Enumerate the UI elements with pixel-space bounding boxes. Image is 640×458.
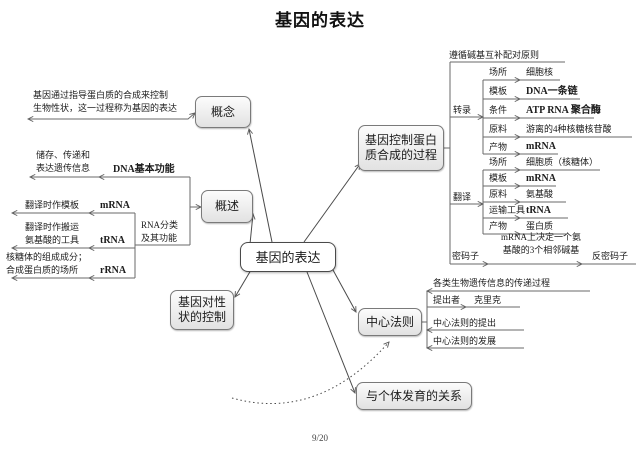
- node-development-relation[interactable]: 与个体发育的关系: [356, 382, 472, 410]
- transcription-row-value: DNA一条链: [526, 86, 578, 97]
- trna-desc: 翻译时作搬运 氨基酸的工具: [25, 222, 80, 245]
- node-gene-expression-root[interactable]: 基因的表达: [240, 242, 336, 272]
- node-central-dogma[interactable]: 中心法则: [358, 308, 422, 336]
- transcription-row-value: mRNA: [526, 141, 556, 152]
- mrna-desc: 翻译时作模板: [25, 200, 80, 210]
- dogma-item-development: 中心法则的发展: [433, 336, 497, 346]
- dna-function-label: DNA基本功能: [113, 164, 175, 175]
- translation-row-key: 原料: [489, 189, 508, 199]
- concept-definition: 基因通过指导蛋白质的合成来控制 生物性状，这一过程称为基因的表达: [33, 90, 178, 113]
- page-number: 9/20: [311, 433, 328, 443]
- node-protein-synthesis[interactable]: 基因控制蛋白 质合成的过程: [358, 125, 444, 171]
- translation-label: 翻译: [453, 192, 472, 202]
- codon-label: 密码子: [452, 251, 480, 261]
- translation-row-value: tRNA: [526, 205, 551, 216]
- transcription-row-key: 条件: [489, 105, 508, 115]
- dogma-item-proposal: 中心法则的提出: [433, 318, 497, 328]
- translation-row-key: 产物: [489, 221, 508, 231]
- transcription-row-key: 模板: [489, 86, 508, 96]
- dogma-proposer-value: 克里克: [474, 295, 502, 305]
- trna-label: tRNA: [100, 235, 125, 246]
- rna-group-label: RNA分类 及其功能: [141, 220, 179, 243]
- dogma-proposer-key: 提出者: [433, 295, 461, 305]
- node-concept[interactable]: 概念: [195, 96, 251, 128]
- translation-row-key: 运输工具: [489, 205, 526, 215]
- transcription-row-value: 细胞核: [526, 67, 554, 77]
- node-trait-control[interactable]: 基因对性 状的控制: [170, 290, 234, 330]
- transcription-row-value: 游离的4种核糖核苷酸: [526, 124, 612, 134]
- anticodon-label: 反密码子: [592, 251, 629, 261]
- transcription-row-value: ATP RNA 聚合酶: [526, 105, 601, 116]
- node-overview[interactable]: 概述: [201, 190, 253, 223]
- page-title: 基因的表达: [275, 11, 365, 30]
- transcription-row-key: 场所: [489, 67, 508, 77]
- dna-function-desc: 储存、传递和 表达遗传信息: [36, 150, 91, 173]
- translation-row-value: 细胞质（核糖体）: [526, 157, 599, 167]
- translation-row-value: 氨基酸: [526, 189, 554, 199]
- transcription-label: 转录: [453, 105, 472, 115]
- translation-row-key: 场所: [489, 157, 508, 167]
- mrna-label: mRNA: [100, 200, 130, 211]
- rrna-label: rRNA: [100, 265, 127, 276]
- rrna-desc: 核糖体的组成成分； 合成蛋白质的场所: [6, 252, 88, 275]
- transcription-row-key: 原料: [489, 124, 508, 134]
- translation-row-value: 蛋白质: [526, 221, 554, 231]
- codon-desc: mRNA上决定一个氨 基酸的3个相邻碱基: [500, 232, 581, 255]
- dogma-desc: 各类生物遗传信息的传递过程: [433, 278, 551, 288]
- base-pairing-principle: 遵循碱基互补配对原则: [449, 50, 540, 60]
- transcription-row-key: 产物: [489, 142, 508, 152]
- translation-row-key: 模板: [489, 173, 508, 183]
- translation-row-value: mRNA: [526, 173, 556, 184]
